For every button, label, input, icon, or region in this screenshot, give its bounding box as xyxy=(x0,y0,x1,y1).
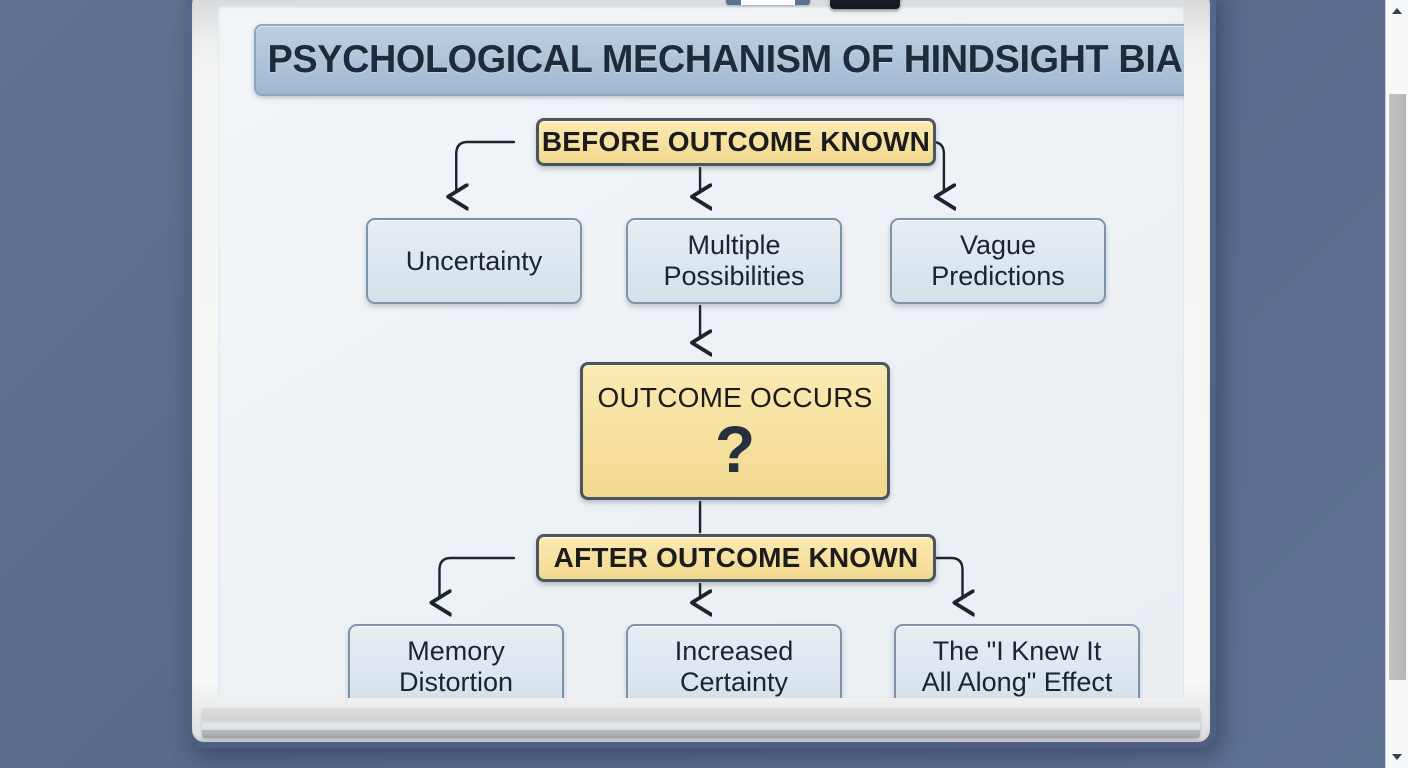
whiteboard-marker[interactable] xyxy=(726,0,810,5)
node-i-knew-it-all-along-effect[interactable]: The "I Knew It All Along" Effect xyxy=(894,624,1140,698)
line-1: The "I Knew It xyxy=(932,636,1102,667)
stage-after-label: AFTER OUTCOME KNOWN xyxy=(553,542,919,573)
node-increased-certainty[interactable]: Increased Certainty xyxy=(626,624,842,698)
line-1: Increased xyxy=(674,636,794,667)
node-multiple-possibilities[interactable]: Multiple Possibilities xyxy=(626,218,842,304)
scrollbar-thumb[interactable] xyxy=(1389,94,1406,680)
node-memory-distortion-label: Memory Distortion xyxy=(391,636,521,698)
node-i-knew-it-all-along-effect-label: The "I Knew It All Along" Effect xyxy=(914,636,1121,698)
line-1: Multiple xyxy=(687,230,781,261)
scroll-up-arrow-icon[interactable] xyxy=(1386,2,1408,20)
whiteboard-eraser[interactable] xyxy=(830,0,900,9)
whiteboard: PSYCHOLOGICAL MECHANISM OF HINDSIGHT BIA… xyxy=(186,0,1216,748)
stage-before-outcome-known[interactable]: BEFORE OUTCOME KNOWN xyxy=(536,118,936,166)
line-2: Distortion xyxy=(398,667,514,697)
line-1: Vague xyxy=(959,230,1037,261)
line-2: Predictions xyxy=(931,261,1065,291)
node-uncertainty-label: Uncertainty xyxy=(405,245,543,276)
scroll-down-arrow-icon[interactable] xyxy=(1386,748,1408,766)
stage-before-label: BEFORE OUTCOME KNOWN xyxy=(541,126,931,157)
line-2: All Along" Effect xyxy=(921,667,1113,697)
stage-after-outcome-known[interactable]: AFTER OUTCOME KNOWN xyxy=(536,534,936,582)
question-mark-icon: ? xyxy=(714,412,756,487)
flowchart: PSYCHOLOGICAL MECHANISM OF HINDSIGHT BIA… xyxy=(218,6,1184,698)
marker-tray-lip xyxy=(202,730,1200,738)
diagram-title-text: PSYCHOLOGICAL MECHANISM OF HINDSIGHT BIA… xyxy=(267,38,1184,81)
flowchart-connectors xyxy=(218,140,1184,698)
node-vague-predictions-label: Vague Predictions xyxy=(923,230,1073,292)
line-2: Possibilities xyxy=(663,261,805,291)
whiteboard-surface: PSYCHOLOGICAL MECHANISM OF HINDSIGHT BIA… xyxy=(218,6,1184,698)
vertical-scrollbar[interactable] xyxy=(1385,0,1408,768)
node-vague-predictions[interactable]: Vague Predictions xyxy=(890,218,1106,304)
node-outcome-occurs-label: OUTCOME OCCURS xyxy=(597,382,873,414)
node-increased-certainty-label: Increased Certainty xyxy=(667,636,802,698)
marker-tray xyxy=(202,708,1200,738)
node-uncertainty[interactable]: Uncertainty xyxy=(366,218,582,304)
node-multiple-possibilities-label: Multiple Possibilities xyxy=(655,230,812,292)
line-1: Memory xyxy=(407,636,505,667)
node-memory-distortion[interactable]: Memory Distortion xyxy=(348,624,564,698)
line-2: Certainty xyxy=(679,667,789,697)
node-outcome-occurs[interactable]: OUTCOME OCCURS ? xyxy=(580,362,890,500)
diagram-title: PSYCHOLOGICAL MECHANISM OF HINDSIGHT BIA… xyxy=(254,24,1184,96)
